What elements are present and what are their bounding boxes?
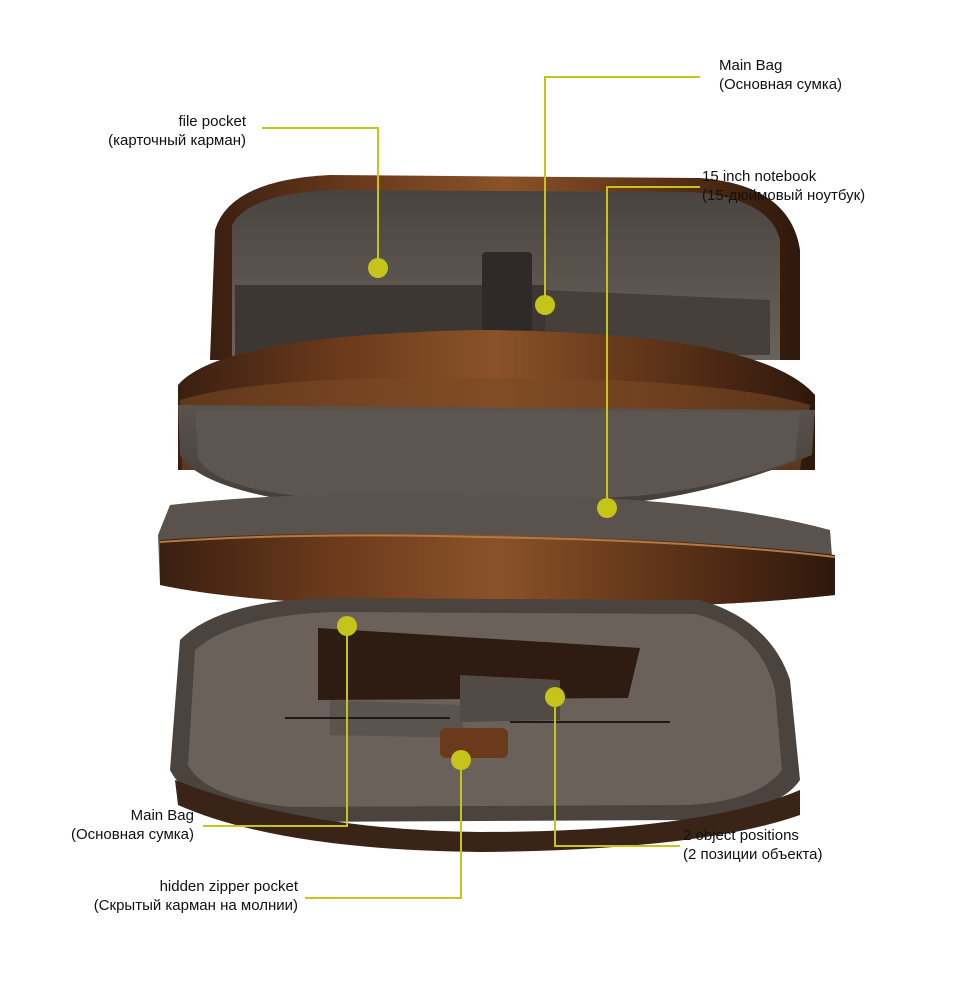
callout-hidden-zipper: hidden zipper pocket (Скрытый карман на … bbox=[94, 877, 298, 915]
callout-main-bag-bottom-ru: (Основная сумка) bbox=[70, 826, 194, 843]
bag-laptop-compartment bbox=[178, 330, 815, 505]
callout-dot-object-positions bbox=[545, 687, 565, 707]
callout-main-bag-top-en: Main Bag bbox=[719, 57, 783, 74]
callout-dot-main-bag-bottom bbox=[337, 616, 357, 636]
callout-dot-notebook bbox=[597, 498, 617, 518]
zipper-pull-tab bbox=[440, 728, 508, 758]
bag-front-compartment bbox=[170, 598, 800, 852]
callout-notebook-ru: (15-дюймовый ноутбук) bbox=[702, 187, 866, 204]
callout-dot-file-pocket bbox=[368, 258, 388, 278]
callout-hidden-zipper-en: hidden zipper pocket bbox=[159, 878, 298, 895]
callout-file-pocket: file pocket (карточный карман) bbox=[108, 112, 246, 150]
callout-dot-main-bag-top bbox=[535, 295, 555, 315]
callout-object-positions-en: 2 object positions bbox=[683, 827, 799, 844]
bag-back-compartment bbox=[210, 175, 800, 360]
callout-hidden-zipper-ru: (Скрытый карман на молнии) bbox=[93, 897, 298, 914]
callout-object-positions: 2 object positions (2 позиции объекта) bbox=[683, 826, 823, 864]
callout-dot-hidden-zipper bbox=[451, 750, 471, 770]
callout-main-bag-top-ru: (Основная сумка) bbox=[719, 76, 843, 93]
callout-notebook-en: 15 inch notebook bbox=[702, 168, 817, 185]
callout-file-pocket-ru: (карточный карман) bbox=[108, 132, 246, 149]
handle-strap bbox=[482, 252, 532, 332]
callout-file-pocket-en: file pocket bbox=[178, 113, 246, 130]
bag-front-band bbox=[158, 493, 836, 609]
callout-main-bag-bottom: Main Bag (Основная сумка) bbox=[71, 806, 194, 844]
callout-notebook: 15 inch notebook (15-дюймовый ноутбук) bbox=[702, 167, 865, 205]
callout-main-bag-top: Main Bag (Основная сумка) bbox=[719, 56, 842, 94]
callout-lines bbox=[203, 76, 700, 899]
callout-main-bag-bottom-en: Main Bag bbox=[130, 807, 194, 824]
callout-object-positions-ru: (2 позиции объекта) bbox=[683, 846, 823, 863]
